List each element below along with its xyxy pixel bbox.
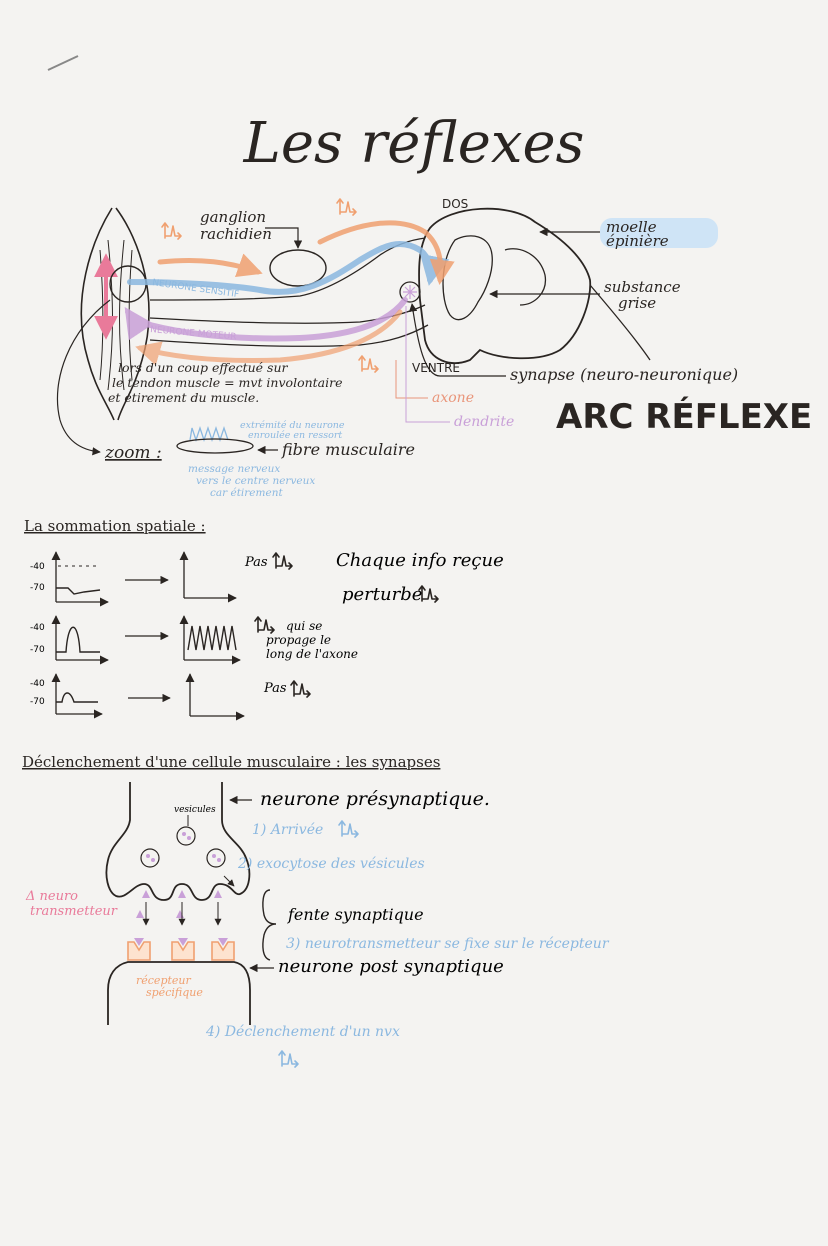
tick-row3-a: -40: [30, 679, 45, 689]
ap-icon-ganglion: [161, 222, 182, 240]
orange-arrow-ganglion: [157, 253, 263, 278]
page-title: Les réflexes: [243, 111, 585, 176]
ap-icon-step1: [338, 820, 359, 838]
sommation-heading: La sommation spatiale :: [24, 517, 206, 535]
label-synapse: synapse (neuro-neuronique): [510, 365, 738, 384]
muscle-outline-left: [80, 207, 115, 421]
label-recepteur: récepteur spécifique: [136, 974, 203, 999]
label-neurotransmetteur: Δ neuro transmetteur: [25, 889, 118, 919]
sensory-neuron: [127, 240, 450, 295]
ap-icon-cord: [336, 198, 357, 216]
moelle-highlight: [600, 218, 718, 248]
grey-matter: [442, 235, 547, 321]
spinal-cord: [418, 207, 592, 364]
label-dendrite: dendrite: [454, 414, 514, 430]
vesicle-contents: [146, 832, 221, 862]
label-ventre: VENTRE: [412, 361, 460, 375]
tick-row1-a: -40: [30, 562, 45, 572]
sommation-row-2: -40 -70 qui se propage le long de l'axon…: [30, 615, 358, 665]
ap-icon-row2: [254, 616, 275, 634]
label-zoom: zoom :: [104, 443, 162, 463]
note-row2: qui se propage le long de l'axone: [266, 619, 358, 661]
note-row3: Pas: [263, 681, 287, 696]
label-post: neurone post synaptique: [278, 956, 504, 977]
presynaptic-terminal: [105, 782, 251, 901]
fente-brace: [262, 889, 277, 961]
ap-icon-row3: [290, 680, 311, 698]
synapse-section: Déclenchement d'une cellule musculaire :…: [22, 753, 610, 1068]
step-3: 3) neurotransmetteur se fixe sur le réce…: [286, 936, 610, 952]
label-vesicules: vesicules: [174, 805, 216, 815]
sommation-row-1: -40 -70 Pas: [30, 551, 293, 607]
dendrite-pointer: [405, 306, 450, 423]
synapse-heading: Déclenchement d'une cellule musculaire :…: [22, 753, 440, 771]
ganglion-shape: [269, 249, 327, 287]
potential-trace-row2: [56, 626, 100, 653]
label-neurone-moteur: NEURONE MOTEUR: [150, 325, 237, 343]
spring-ending: [189, 425, 229, 443]
arc-reflexe-label: ARC RÉFLEXE: [556, 396, 812, 437]
ventral-root-outer: [149, 324, 429, 347]
neurotransmitters: [136, 890, 222, 926]
orange-arrow-motor: [135, 309, 403, 366]
ap-icon-row1: [272, 552, 293, 570]
sommation-row-3: -40 -70 Pas: [30, 673, 311, 721]
ventral-root: [149, 304, 426, 324]
note-row1: Pas: [244, 555, 268, 570]
synapse-pointer: [408, 303, 506, 377]
label-ganglion: ganglion rachidien: [200, 208, 272, 243]
ap-icon-side-note: [418, 585, 439, 603]
label-dos: DOS: [442, 197, 468, 211]
reflex-description: lors d'un coup effectué sur le tendon mu…: [108, 360, 346, 405]
tick-row2-a: -40: [30, 623, 45, 633]
axone-pointer: [395, 360, 428, 399]
side-note-1: Chaque info reçue: [336, 550, 504, 571]
orange-arrow-cord: [317, 220, 455, 285]
potential-trace-row3: [56, 692, 98, 703]
synapse-star: [403, 285, 417, 299]
zoom-pointer: [56, 299, 111, 456]
label-fente: fente synaptique: [287, 905, 424, 924]
receptors: [127, 941, 235, 961]
potential-trace-row1: [56, 587, 101, 595]
bound-neurotransmitters: [134, 938, 228, 946]
label-axone: axone: [432, 390, 474, 406]
postsynaptic-membrane: [107, 961, 251, 1025]
vesicle-1: [176, 826, 196, 846]
label-pre: neurone présynaptique.: [260, 788, 490, 810]
sommation-section: La sommation spatiale : -40 -70 Pas -40 …: [24, 517, 504, 721]
ap-icon-motor: [358, 355, 379, 373]
label-message: message nerveux vers le centre nerveux c…: [188, 463, 319, 499]
muscle-fibre-shape: [176, 438, 254, 454]
step-1: 1) Arrivée: [252, 822, 323, 838]
side-note-2: perturbe: [342, 584, 422, 605]
tick-row2-b: -70: [30, 645, 45, 655]
cord-line: [589, 284, 651, 361]
label-moelle: moelle épinière: [606, 218, 669, 250]
motor-neuron: [124, 297, 408, 342]
label-fibre: fibre musculaire: [281, 440, 415, 459]
spike-train: [187, 625, 237, 651]
reflex-arc-diagram: ganglion rachidien DOS VENTRE moelle épi…: [56, 197, 812, 499]
ap-icon-step4: [278, 1050, 299, 1068]
label-extremite: extrémité du neurone enroulée en ressort: [240, 420, 348, 441]
label-substance: substance grise: [604, 278, 685, 312]
vesicle-3: [206, 848, 226, 868]
step-2: 2) exocytose des vésicules: [237, 856, 425, 872]
ganglion-pointer: [265, 227, 303, 249]
vesicle-2: [140, 848, 160, 868]
synapse-circle: [399, 281, 421, 303]
step-4: 4) Déclenchement d'un nvx: [205, 1024, 400, 1040]
tick-row3-b: -70: [30, 697, 45, 707]
pencil-mark: [47, 55, 79, 71]
tick-row1-b: -70: [30, 583, 45, 593]
